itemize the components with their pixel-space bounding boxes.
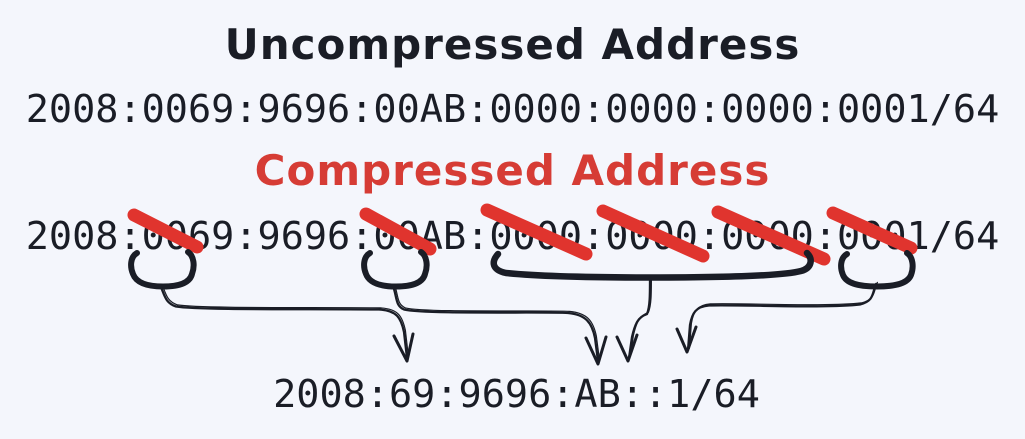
arrowhead-icon: [584, 335, 608, 366]
arrow-group4-to-ab: [392, 287, 608, 366]
arrowhead-icon: [675, 325, 698, 354]
arrow-sketch-echo: [161, 275, 878, 360]
compressed-result-text: 2008:69:9696:AB::1/64: [273, 372, 760, 417]
arrow-zero-run-to-doublecolon: [615, 276, 652, 363]
arrows: [159, 275, 878, 366]
uncompressed-address-text: 2008:0069:9696:00AB:0000:0000:0000:0001/…: [25, 87, 1000, 132]
uncompressed-address-title: Uncompressed Address: [224, 20, 801, 69]
compressed-address-title: Compressed Address: [254, 146, 771, 195]
arrow-group8-to-1: [675, 282, 878, 354]
annotated-address-text: 2008:0069:9696:00AB:0000:0000:0000:0001/…: [25, 214, 1000, 259]
arrow-group2-to-69: [159, 285, 415, 363]
arrowhead-icon: [615, 333, 639, 363]
arrowhead-icon: [392, 332, 415, 363]
